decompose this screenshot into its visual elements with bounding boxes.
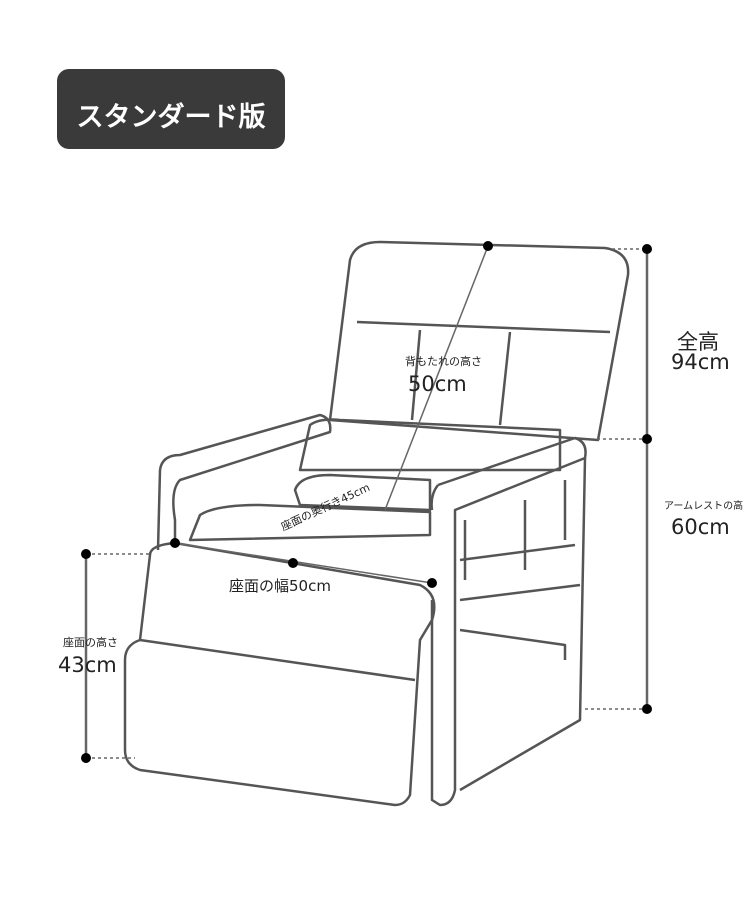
seat-width-label: 座面の幅50cm xyxy=(229,577,331,595)
edition-badge: スタンダード版 xyxy=(57,69,285,149)
backrest-height-value: 50cm xyxy=(408,372,467,396)
dimension-lines xyxy=(84,245,649,759)
backrest-height-title: 背もたれの高さ xyxy=(405,355,482,368)
chair-outline xyxy=(123,240,630,807)
seat-height-value: 43cm xyxy=(58,653,117,677)
total-height-value: 94cm xyxy=(671,350,730,374)
armrest-height-value: 60cm xyxy=(671,515,730,539)
total-height-title: 全高 xyxy=(677,330,719,354)
seat-height-title: 座面の高さ xyxy=(63,636,118,649)
dimension-points xyxy=(81,241,652,763)
armrest-height-title: アームレストの高 xyxy=(664,501,744,512)
